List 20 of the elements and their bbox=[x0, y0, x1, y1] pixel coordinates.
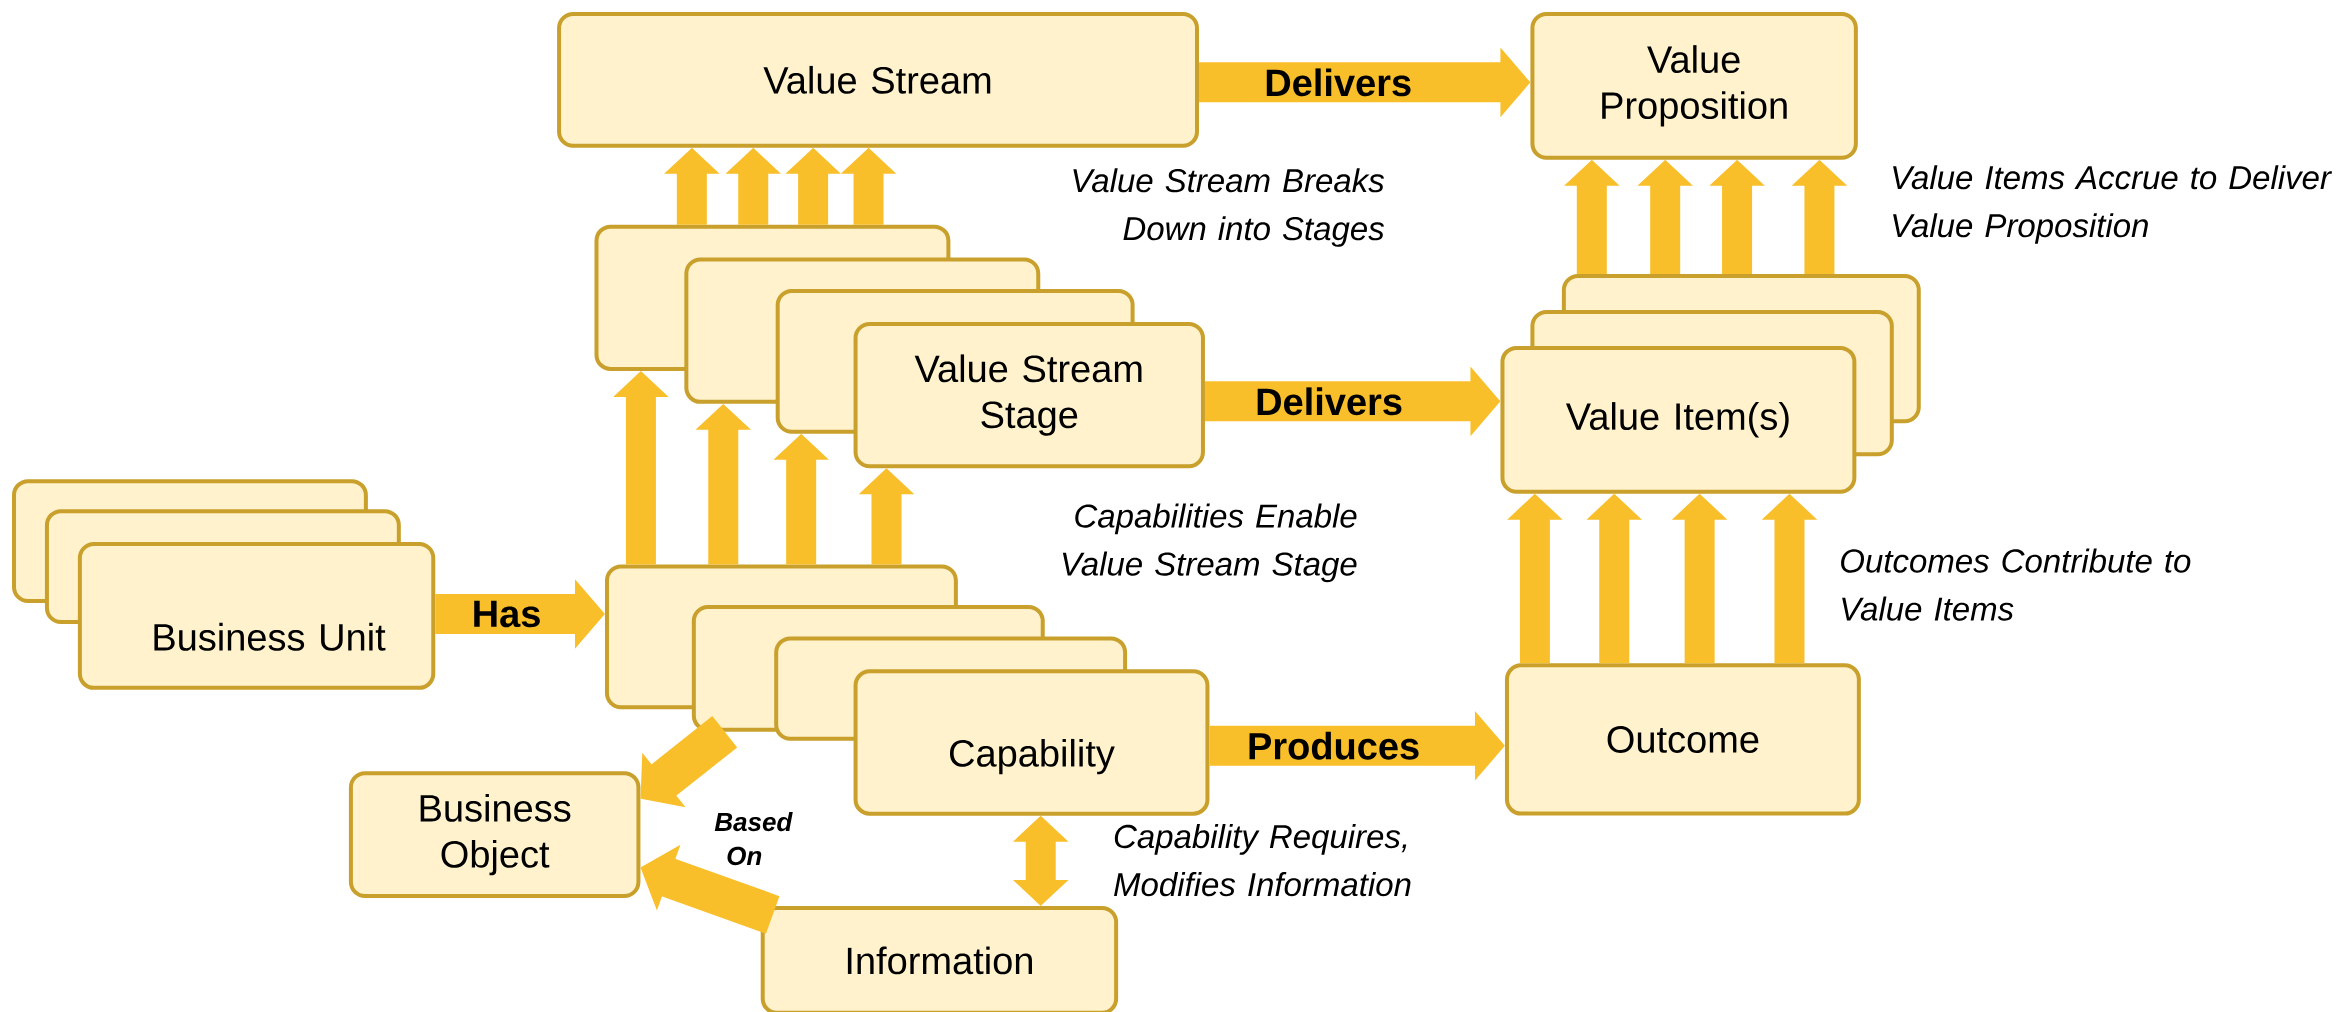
annotation-text: Capabilities Enable Value Stream Stage bbox=[1062, 503, 1357, 583]
process-box: Information bbox=[760, 905, 1119, 1012]
block-arrow bbox=[640, 715, 738, 808]
annotation-text: Capability Requires, Modifies Information bbox=[1114, 823, 1411, 897]
annotation-text: Value Stream Breaks Down into Stages bbox=[1073, 168, 1384, 247]
annotation-text: Outcomes Contribute to Value Items bbox=[1841, 548, 2191, 621]
process-box: Business Object bbox=[348, 771, 641, 898]
edge-label: Produces bbox=[1245, 729, 1423, 762]
process-box: Value Proposition bbox=[1530, 11, 1858, 160]
annotation-text: Based On bbox=[714, 811, 793, 865]
process-box: Outcome bbox=[1504, 663, 1861, 816]
process-box: Value Item(s) bbox=[1500, 345, 1857, 494]
edge-label: Delivers bbox=[1253, 385, 1405, 418]
annotation-text: Value Items Accrue to Deliver Value Proposition bbox=[1893, 165, 2333, 244]
process-box: Business Unit bbox=[77, 541, 436, 690]
process-box: Capability bbox=[853, 669, 1210, 816]
edge-label: Has bbox=[469, 598, 544, 630]
edge-label: Delivers bbox=[1262, 66, 1415, 99]
process-box: Value Stream Stage bbox=[853, 321, 1205, 469]
process-box: Value Stream bbox=[557, 11, 1199, 148]
